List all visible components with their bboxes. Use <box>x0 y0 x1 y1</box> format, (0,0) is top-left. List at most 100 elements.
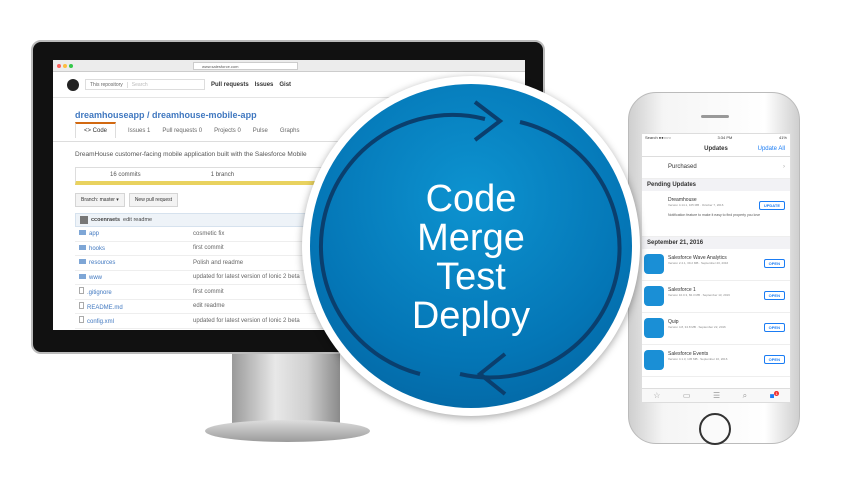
file-commit-message[interactable]: updated for latest version of Ionic 2 be… <box>193 317 300 324</box>
tab-issues[interactable]: Issues 1 <box>128 128 151 134</box>
repo-tabs: <> Code Issues 1 Pull requests 0 Project… <box>53 120 525 142</box>
top-charts-list-icon[interactable]: ☰ <box>712 391 721 400</box>
folder-icon <box>79 273 86 279</box>
repo-name-link[interactable]: dreamhouse-mobile-app <box>152 110 257 120</box>
nav-gist[interactable]: Gist <box>279 81 292 88</box>
file-commit-message[interactable]: edit readme <box>193 303 225 310</box>
app-icon <box>644 286 664 306</box>
label-merge: Merge <box>417 217 525 259</box>
branches-link[interactable]: 1 branch <box>210 171 235 178</box>
featured-star-icon[interactable]: ☆ <box>653 391 661 400</box>
updates-badge: 1 <box>774 390 779 396</box>
nav-bar: Updates Update All <box>642 142 790 157</box>
update-button[interactable]: UPDATE <box>758 201 785 210</box>
file-commit-message[interactable]: first commit <box>193 245 224 252</box>
search-placeholder: Search <box>131 81 148 88</box>
speaker <box>701 115 729 118</box>
cycle-circle: Code Merge Test Deploy <box>302 76 640 416</box>
file-icon <box>79 287 84 295</box>
file-link[interactable]: .gitignore <box>75 287 193 296</box>
app-icon <box>644 254 664 274</box>
file-commit-message[interactable]: cosmetic fix <box>193 230 225 237</box>
cycle-labels: Code Merge Test Deploy <box>310 180 632 336</box>
url-bar[interactable]: www.salesforce.com <box>193 62 298 70</box>
tab-code[interactable]: <> Code <box>75 122 117 138</box>
file-commit-message[interactable]: first commit <box>193 288 224 295</box>
open-button[interactable]: OPEN <box>763 259 785 268</box>
search-icon[interactable]: ⌕ <box>742 390 748 400</box>
repo-owner-link[interactable]: dreamhouseapp <box>75 110 145 120</box>
file-icon <box>79 301 84 309</box>
tab-bar: ☆ ▭ ☰ ⌕ ■1 <box>642 388 790 402</box>
purchased-row[interactable]: Purchased› <box>642 157 790 179</box>
file-commit-message[interactable]: updated for latest version of Ionic 2 be… <box>193 274 300 281</box>
file-link[interactable]: www <box>75 273 193 281</box>
maximize-dot[interactable] <box>69 63 73 68</box>
minimize-dot[interactable] <box>63 63 67 68</box>
monitor-base <box>205 420 370 442</box>
tab-pulse[interactable]: Pulse <box>252 128 268 134</box>
file-commit-message[interactable]: Polish and readme <box>193 259 244 266</box>
screen-title: Updates <box>704 146 728 152</box>
folder-icon <box>79 244 86 250</box>
folder-icon <box>79 230 86 236</box>
label-deploy: Deploy <box>411 295 531 337</box>
nav-issues[interactable]: Issues <box>254 81 274 88</box>
tab-graphs[interactable]: Graphs <box>279 128 300 134</box>
open-button[interactable]: OPEN <box>763 291 785 300</box>
file-link[interactable]: config.xml <box>75 316 193 325</box>
browser-toolbar: www.salesforce.com <box>53 60 525 72</box>
updates-icon[interactable]: ■1 <box>769 390 779 401</box>
github-logo-icon[interactable] <box>67 78 79 91</box>
repo-title: dreamhouseapp / dreamhouse-mobile-app <box>75 110 257 120</box>
avatar <box>80 216 88 224</box>
cycle-arrows-icon <box>319 100 622 396</box>
file-link[interactable]: resources <box>75 259 193 266</box>
nav-pull-requests[interactable]: Pull requests <box>211 81 249 88</box>
app-icon <box>644 350 664 370</box>
commit-message[interactable]: edit readme <box>123 217 153 223</box>
close-dot[interactable] <box>57 63 61 68</box>
folder-icon <box>79 259 86 265</box>
pending-updates-header: Pending Updates <box>642 179 790 191</box>
open-button[interactable]: OPEN <box>763 355 785 364</box>
file-link[interactable]: app <box>75 230 193 237</box>
home-button[interactable] <box>699 413 731 445</box>
file-link[interactable]: hooks <box>75 244 193 252</box>
branch-select[interactable]: Branch: master ▾ <box>75 193 125 207</box>
categories-icon[interactable]: ▭ <box>682 391 691 400</box>
file-icon <box>79 316 84 324</box>
app-icon <box>644 318 664 338</box>
file-link[interactable]: README.md <box>75 301 193 311</box>
update-all-button[interactable]: Update All <box>757 146 785 152</box>
open-button[interactable]: OPEN <box>763 323 785 332</box>
tab-pull-requests[interactable]: Pull requests 0 <box>162 128 203 134</box>
tab-projects[interactable]: Projects 0 <box>214 128 241 134</box>
search-scope: This repository <box>86 81 128 88</box>
label-test: Test <box>436 256 506 298</box>
commits-link[interactable]: 16 commits <box>110 171 141 178</box>
repo-description: DreamHouse customer-facing mobile applic… <box>75 151 307 158</box>
cycle-circle-inner: Code Merge Test Deploy <box>310 84 632 408</box>
label-code: Code <box>425 178 517 220</box>
commit-author[interactable]: ccoenraets <box>91 217 121 223</box>
new-pull-request-button[interactable]: New pull request <box>128 193 179 207</box>
date-header: September 21, 2016 <box>642 237 790 249</box>
